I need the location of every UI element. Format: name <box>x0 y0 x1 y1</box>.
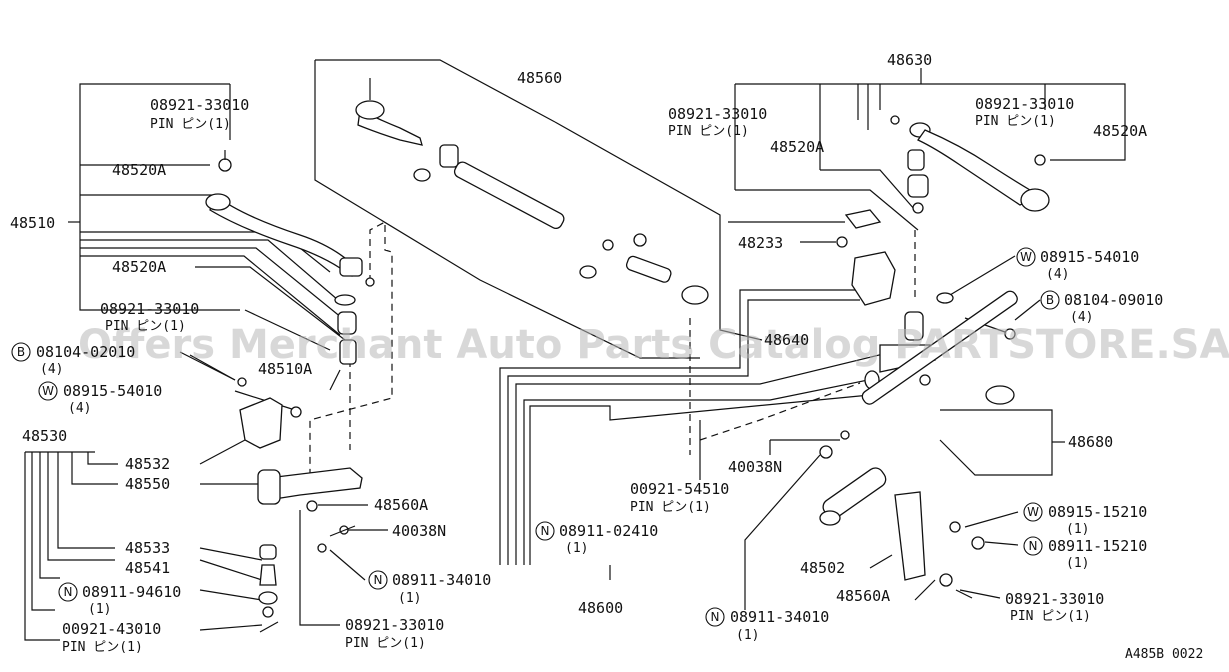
label-48533: 48533 <box>125 539 170 557</box>
label-pin-7-desc: PIN ピン(1) <box>62 640 143 655</box>
label-n2-number: 08911-34010 <box>392 571 491 589</box>
label-n5-number: 08911-34010 <box>730 608 829 626</box>
label-pin-5-desc: PIN ピン(1) <box>1010 609 1091 624</box>
label-w3-qty: (1) <box>1066 522 1089 537</box>
label-pin-6-desc: PIN ピン(1) <box>345 636 426 651</box>
label-pin-1-desc: PIN ピン(1) <box>150 117 231 132</box>
label-b1-number: 08104-02010 <box>36 343 135 361</box>
label-48532: 48532 <box>125 455 170 473</box>
label-pin-8-number: 00921-54510 <box>630 480 729 498</box>
label-48510: 48510 <box>10 214 55 232</box>
label-48680: 48680 <box>1068 433 1113 451</box>
parts-drawing <box>189 78 1050 633</box>
label-n1-number: 08911-94610 <box>82 583 181 601</box>
label-pin-2-number: 08921-33010 <box>100 300 199 318</box>
label-pin-6-number: 08921-33010 <box>345 616 444 634</box>
dashed-guides <box>309 221 916 490</box>
label-40038n-1: 40038N <box>392 522 446 540</box>
nut-icon: N <box>374 573 383 587</box>
nut-icon: N <box>1029 539 1038 553</box>
bolt-icon: B <box>1046 293 1054 307</box>
label-n3-number: 08911-02410 <box>559 522 658 540</box>
label-48560a-2: 48560A <box>836 587 890 605</box>
part-labels: 48510 08921-33010 PIN ピン(1) 48520A 48520… <box>10 51 1203 662</box>
label-b1-qty: (4) <box>40 362 63 377</box>
label-pin-7-number: 00921-43010 <box>62 620 161 638</box>
label-48520a-4: 48520A <box>1093 122 1147 140</box>
label-b2-qty: (4) <box>1070 310 1093 325</box>
label-pin-5-number: 08921-33010 <box>1005 590 1104 608</box>
nut-icon: N <box>711 610 720 624</box>
label-48530: 48530 <box>22 427 67 445</box>
label-pin-3-number: 08921-33010 <box>668 105 767 123</box>
label-48560a-1: 48560A <box>374 496 428 514</box>
nut-icon: N <box>541 524 550 538</box>
label-48600: 48600 <box>578 599 623 617</box>
bolt-icon: B <box>17 345 25 359</box>
washer-icon: W <box>1020 250 1032 264</box>
label-w2-number: 08915-54010 <box>1040 248 1139 266</box>
label-n3-qty: (1) <box>565 541 588 556</box>
label-48520a-3: 48520A <box>770 138 824 156</box>
label-48233: 48233 <box>738 234 783 252</box>
watermark-text: Offers Merchant Auto Parts Catalog PARTS… <box>78 322 1229 368</box>
label-pin-4-desc: PIN ピン(1) <box>975 114 1056 129</box>
label-n2-qty: (1) <box>398 591 421 606</box>
label-pin-2-desc: PIN ピン(1) <box>105 319 186 334</box>
label-w3-number: 08915-15210 <box>1048 503 1147 521</box>
label-n4-number: 08911-15210 <box>1048 537 1147 555</box>
label-w1-qty: (4) <box>68 401 91 416</box>
catalog-code: A485B 0022 <box>1125 647 1203 662</box>
washer-icon: W <box>1027 505 1039 519</box>
label-n4-qty: (1) <box>1066 556 1089 571</box>
label-48630: 48630 <box>887 51 932 69</box>
label-n5-qty: (1) <box>736 628 759 643</box>
label-48640: 48640 <box>764 331 809 349</box>
label-48550: 48550 <box>125 475 170 493</box>
label-48502: 48502 <box>800 559 845 577</box>
label-pin-8-desc: PIN ピン(1) <box>630 500 711 515</box>
washer-icon: W <box>42 384 54 398</box>
label-48520a-2: 48520A <box>112 258 166 276</box>
label-48560: 48560 <box>517 69 562 87</box>
label-pin-4-number: 08921-33010 <box>975 95 1074 113</box>
nut-icon: N <box>64 585 73 599</box>
label-48510a: 48510A <box>258 360 312 378</box>
label-48541: 48541 <box>125 559 170 577</box>
label-w1-number: 08915-54010 <box>63 382 162 400</box>
label-pin-3-desc: PIN ピン(1) <box>668 124 749 139</box>
label-w2-qty: (4) <box>1046 267 1069 282</box>
label-40038n-2: 40038N <box>728 458 782 476</box>
label-b2-number: 08104-09010 <box>1064 291 1163 309</box>
label-48520a-1: 48520A <box>112 161 166 179</box>
label-pin-1-number: 08921-33010 <box>150 96 249 114</box>
label-n1-qty: (1) <box>88 602 111 617</box>
